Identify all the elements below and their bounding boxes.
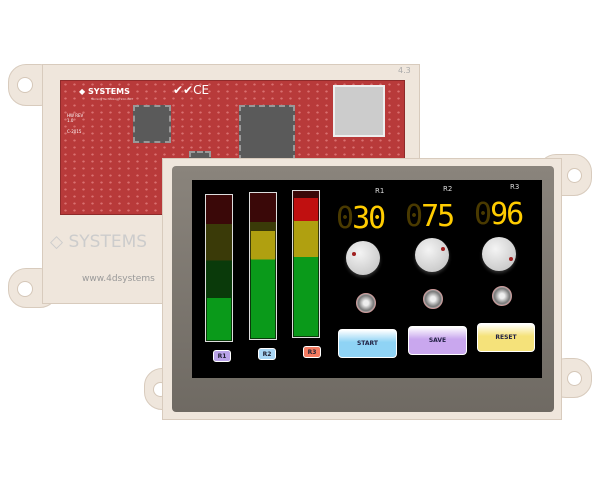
channel-label-r2: R2 — [443, 185, 453, 193]
digit: 0 — [474, 197, 492, 232]
brand-logo: ◆ SYSTEMS — [79, 87, 130, 96]
brand-name: SYSTEMS — [87, 87, 130, 96]
digit: 0 — [336, 201, 354, 236]
rotary-knob-r1[interactable] — [346, 241, 380, 275]
digit: 3 — [352, 201, 370, 236]
digit: 5 — [437, 199, 455, 234]
push-button-r1[interactable] — [356, 293, 376, 313]
push-button-r2[interactable] — [423, 289, 443, 309]
meter-fill — [251, 230, 275, 338]
chip — [239, 105, 295, 161]
digit: 0 — [405, 199, 423, 234]
level-meter-r3 — [292, 190, 320, 338]
meter-label-r3[interactable]: R3 — [303, 346, 321, 358]
value-display-r3: 096 — [474, 197, 524, 232]
knob-indicator — [441, 247, 445, 251]
digit: 9 — [490, 197, 508, 232]
knob-indicator — [352, 252, 356, 256]
save-button[interactable]: SAVE — [408, 326, 467, 355]
mount-hole — [567, 371, 582, 386]
watermark-brand: SYSTEMS — [68, 232, 148, 252]
tagline: Turning Technology into ART — [91, 97, 134, 101]
level-meter-r2 — [249, 192, 277, 340]
channel-label-r1: R1 — [375, 187, 385, 195]
value-display-r2: 075 — [405, 199, 455, 234]
cert-marks: ✔✔CE — [173, 83, 210, 97]
meter-fill — [207, 298, 231, 340]
level-meter-r1 — [205, 194, 233, 342]
chip — [133, 105, 171, 143]
watermark-logo: ◇ SYSTEMS — [50, 232, 148, 252]
hw-rev: HW REV 1.0 — [67, 113, 84, 123]
meter-label-r1[interactable]: R1 — [213, 350, 231, 362]
rotary-knob-r2[interactable] — [415, 238, 449, 272]
size-label: 4.3 — [398, 66, 411, 75]
knob-indicator — [509, 257, 513, 261]
rotary-knob-r3[interactable] — [482, 237, 516, 271]
mount-hole — [17, 77, 33, 93]
digit: 6 — [506, 197, 524, 232]
start-button[interactable]: START — [338, 329, 397, 358]
mount-hole — [567, 168, 582, 183]
mount-hole — [17, 281, 33, 297]
push-button-r3[interactable] — [492, 286, 512, 306]
reset-button[interactable]: RESET — [477, 323, 535, 352]
year: C-2015 — [67, 129, 82, 134]
digit: 0 — [368, 201, 386, 236]
url-text: www.4dsystems — [82, 274, 155, 284]
value-display-r1: 030 — [336, 201, 386, 236]
meter-label-r2[interactable]: R2 — [258, 348, 276, 360]
meter-fill — [294, 197, 318, 336]
digit: 7 — [421, 199, 439, 234]
sd-card-slot — [333, 85, 385, 137]
channel-label-r3: R3 — [510, 183, 520, 191]
